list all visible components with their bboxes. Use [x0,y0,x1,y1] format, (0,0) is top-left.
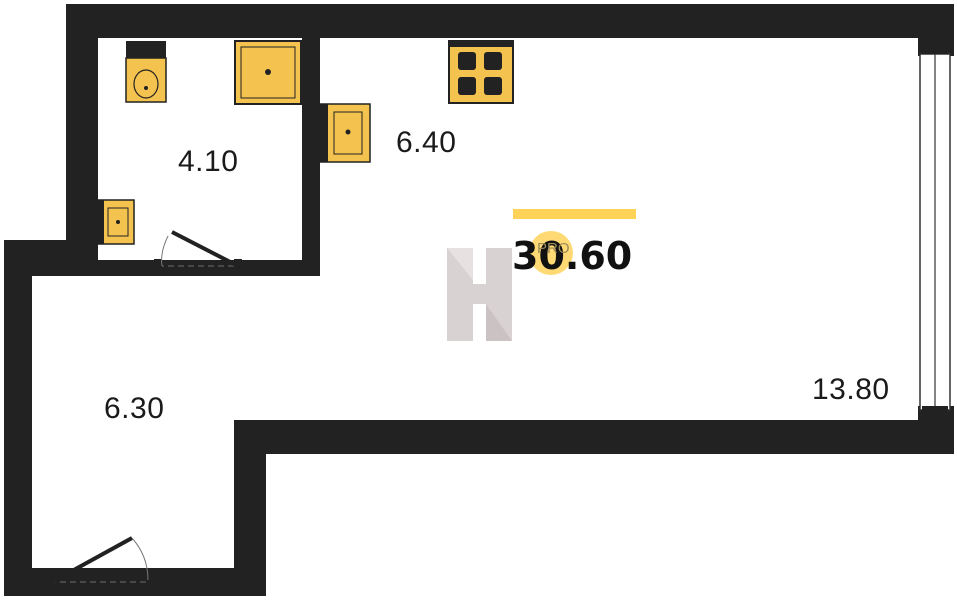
wall-hall-left [4,240,32,596]
wall-top [66,4,954,38]
living-area-label: 13.80 [812,373,890,406]
kitchen-sink-icon [319,103,371,163]
bathroom-area-label: 4.10 [178,145,239,178]
window [919,48,951,412]
walls [4,4,954,596]
wall-bath-right [302,38,320,276]
pro-badge-text: PRO [537,240,570,257]
wall-bath-left [66,4,98,274]
wall-right-top [918,4,954,56]
kitchen-area-label: 6.40 [396,126,457,159]
shower-icon [234,40,302,105]
total-area-value: 30.60 [512,234,633,278]
wall-bath-bottom [66,260,320,276]
toilet-icon [125,41,167,103]
entrance-door [44,536,154,596]
bathroom-door [154,230,242,275]
stove-icon [448,40,514,104]
wall-living-bottom [234,420,954,454]
total-area-accent-bar [513,209,636,219]
washbasin-bath-icon [97,199,135,245]
watermark-logo [447,248,512,341]
hallway-area-label: 6.30 [104,392,165,425]
pro-badge-icon [529,231,573,275]
wall-right-bottom [918,406,954,454]
